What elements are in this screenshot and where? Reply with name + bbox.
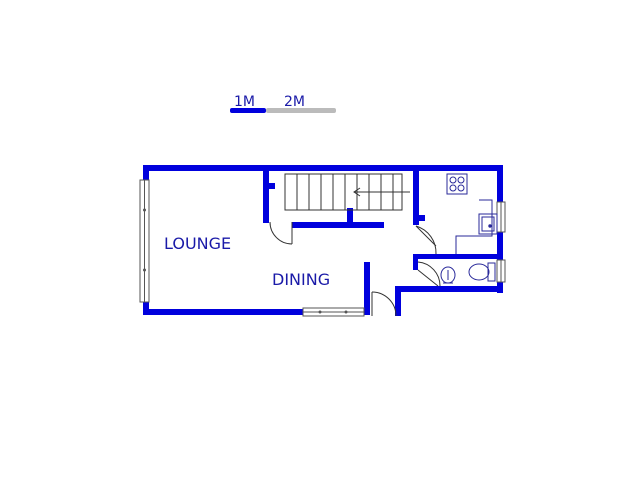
wall-wc-divider (413, 254, 503, 259)
door-wc-swing (417, 261, 441, 287)
scale-label-2m: 2M (284, 94, 305, 110)
wall-stair-bottom (292, 222, 384, 228)
kitchen-fixtures (446, 173, 498, 254)
wall-stair-left-cap (263, 183, 275, 189)
staircase (284, 173, 410, 211)
door-entry-swing (371, 291, 397, 317)
wall-stair-center (347, 208, 353, 226)
room-label-dining: DINING (272, 270, 330, 289)
windows (139, 179, 506, 317)
door-kitchen-swing (415, 225, 437, 255)
wall-top (143, 165, 503, 171)
wc-fixtures (440, 262, 496, 284)
wall-dining-right-vertical (364, 262, 370, 315)
wall-wc-left (413, 254, 418, 270)
window-wc (496, 259, 506, 283)
window-left (139, 179, 150, 303)
scale-label-1m: 1M (234, 94, 255, 110)
wall-kitchen-left (413, 165, 419, 225)
wall-kitchen-left-cap (413, 215, 425, 221)
toilet-icon (468, 262, 496, 282)
kitchen-sink-icon (478, 213, 498, 235)
wall-bottom-left (143, 309, 303, 315)
door-stair-swing (269, 221, 293, 245)
scale-bar-second-meter (266, 108, 336, 113)
window-kitchen (496, 201, 506, 233)
wall-right-bottom (395, 286, 503, 292)
window-bottom (302, 307, 365, 317)
wall-bottom-stub (395, 286, 401, 316)
basin-icon (440, 266, 456, 284)
room-label-lounge: LOUNGE (164, 234, 231, 253)
scale-bar: 1M 2M (230, 94, 336, 113)
kitchen-counter (455, 199, 493, 254)
scale-bar-first-meter (230, 108, 266, 113)
wall-stair-left (263, 165, 269, 223)
doors (269, 221, 441, 317)
stove-icon (446, 173, 468, 195)
